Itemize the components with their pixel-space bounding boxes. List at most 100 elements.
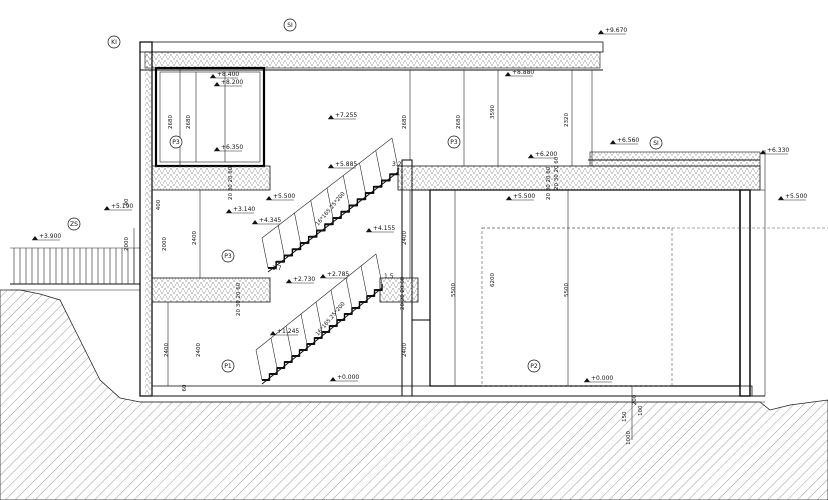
level-label: +8.880 bbox=[512, 69, 534, 76]
level-label: +6.350 bbox=[221, 144, 243, 151]
slab-code: 20 30 20 60 bbox=[554, 156, 560, 190]
dimension-value: 2680 bbox=[168, 115, 174, 129]
room-tag-label: ZS bbox=[70, 221, 78, 228]
dimension-value: 3.2 bbox=[392, 161, 402, 168]
level-marker: +8.400 bbox=[210, 71, 239, 79]
room-tag: P3 bbox=[221, 249, 235, 263]
dimension-value: 90 bbox=[124, 198, 130, 205]
level-label: +5.500 bbox=[273, 193, 295, 200]
level-marker: +0.000 bbox=[584, 375, 613, 383]
level-marker: +9.670 bbox=[598, 27, 627, 35]
room-tag: P1 bbox=[221, 359, 235, 373]
room-tag-label: P3 bbox=[172, 139, 180, 146]
level-marker: +1.245 bbox=[270, 328, 299, 336]
level-label: +2.730 bbox=[293, 276, 315, 283]
dimension-value: 1.7 bbox=[272, 265, 282, 272]
room-tag: ZS bbox=[67, 217, 81, 231]
exterior-terrace bbox=[10, 247, 140, 291]
dimension-value: 2000 bbox=[162, 237, 168, 251]
level-label: +8.200 bbox=[221, 79, 243, 86]
level-label: +3.900 bbox=[39, 233, 61, 240]
level-label: +5.190 bbox=[111, 203, 133, 210]
dimension-value: 6200 bbox=[490, 273, 496, 287]
slab-code: 20 30 20 60 bbox=[546, 166, 552, 200]
upper-room bbox=[154, 66, 266, 168]
stair-spec: 16*165.25*200 bbox=[315, 301, 347, 338]
level-label: +3.140 bbox=[233, 206, 255, 213]
room-tag: KI bbox=[107, 35, 121, 49]
level-label: +0.000 bbox=[591, 375, 613, 382]
room-tag: P2 bbox=[527, 359, 541, 373]
upper-floor-slab bbox=[151, 151, 761, 191]
dimension-value: 400 bbox=[156, 199, 162, 210]
slab-code: 20 20 20 60 bbox=[400, 276, 406, 310]
ground-floor-slab bbox=[151, 385, 753, 397]
level-label: +5.500 bbox=[513, 193, 535, 200]
dimension-value: 1.5 bbox=[384, 273, 394, 280]
level-marker: +2.785 bbox=[320, 271, 349, 279]
level-label: +7.255 bbox=[335, 112, 357, 119]
level-marker: +8.200 bbox=[214, 79, 243, 87]
level-marker: +8.880 bbox=[505, 69, 534, 77]
stair-upper bbox=[261, 137, 399, 273]
level-marker: +6.200 bbox=[528, 151, 557, 159]
level-label: +6.200 bbox=[535, 151, 557, 158]
level-label: +4.155 bbox=[373, 225, 395, 232]
level-marker: +5.500 bbox=[778, 193, 807, 201]
garage-space bbox=[429, 189, 828, 387]
dimension-value: 2000 bbox=[124, 237, 130, 251]
dimension-value: 2400 bbox=[164, 343, 170, 357]
stair-lower bbox=[255, 253, 383, 385]
dimension-value: 2320 bbox=[564, 113, 570, 127]
level-marker: +3.900 bbox=[32, 233, 61, 241]
room-tag: SI bbox=[283, 18, 297, 32]
level-marker: +5.500 bbox=[266, 193, 295, 201]
middle-floor-slab bbox=[151, 277, 419, 303]
level-marker: +2.730 bbox=[286, 276, 315, 284]
dimension-value: 5500 bbox=[564, 283, 570, 297]
level-label: +5.885 bbox=[335, 161, 357, 168]
dimension-value: 2680 bbox=[456, 115, 462, 129]
room-tag-label: SI bbox=[287, 22, 293, 29]
dimension-value: 60 bbox=[182, 384, 188, 391]
room-tag: P3 bbox=[447, 135, 461, 149]
dimension-lines bbox=[133, 68, 633, 440]
dimension-value: 2400 bbox=[196, 343, 202, 357]
room-tag: SI bbox=[649, 136, 663, 150]
level-marker: +3.140 bbox=[226, 206, 255, 214]
level-marker: +6.560 bbox=[610, 137, 639, 145]
level-label: +5.500 bbox=[785, 193, 807, 200]
level-label: +6.330 bbox=[767, 147, 789, 154]
level-marker: +6.350 bbox=[214, 144, 243, 152]
room-tag-label: P3 bbox=[224, 253, 232, 260]
dimension-value: 2400 bbox=[402, 343, 408, 357]
slab-code: 20 30 20 60 bbox=[228, 166, 234, 200]
dimension-value: 3590 bbox=[490, 105, 496, 119]
room-tag-label: P1 bbox=[224, 363, 232, 370]
level-marker: +5.190 bbox=[104, 203, 133, 211]
level-marker: +4.155 bbox=[366, 225, 395, 233]
slab-code: 100 bbox=[638, 405, 644, 416]
stair-spec: 16*165.25*200 bbox=[315, 191, 347, 228]
level-label: +9.670 bbox=[605, 27, 627, 34]
dimension-value: 200 bbox=[632, 394, 638, 405]
dimension-value: 2680 bbox=[186, 115, 192, 129]
room-tag-label: P2 bbox=[530, 363, 538, 370]
horizontal-dimensions: 3.2 1.7 1.5 bbox=[272, 161, 402, 280]
level-marker: +5.885 bbox=[328, 161, 357, 169]
level-label: +2.785 bbox=[327, 271, 349, 278]
slab-code: 20 30 20 60 bbox=[236, 282, 242, 316]
level-marker: +4.345 bbox=[252, 217, 281, 225]
level-label: +4.345 bbox=[259, 217, 281, 224]
ground-terrain bbox=[0, 289, 828, 500]
dimension-value: 1000 bbox=[626, 431, 632, 445]
room-tag-label: P3 bbox=[450, 139, 458, 146]
level-label: +8.400 bbox=[217, 71, 239, 78]
level-marker: +6.330 bbox=[760, 147, 789, 155]
slab-code: 150 bbox=[622, 411, 628, 422]
dimension-value: 5500 bbox=[451, 283, 457, 297]
level-label: +6.560 bbox=[617, 137, 639, 144]
